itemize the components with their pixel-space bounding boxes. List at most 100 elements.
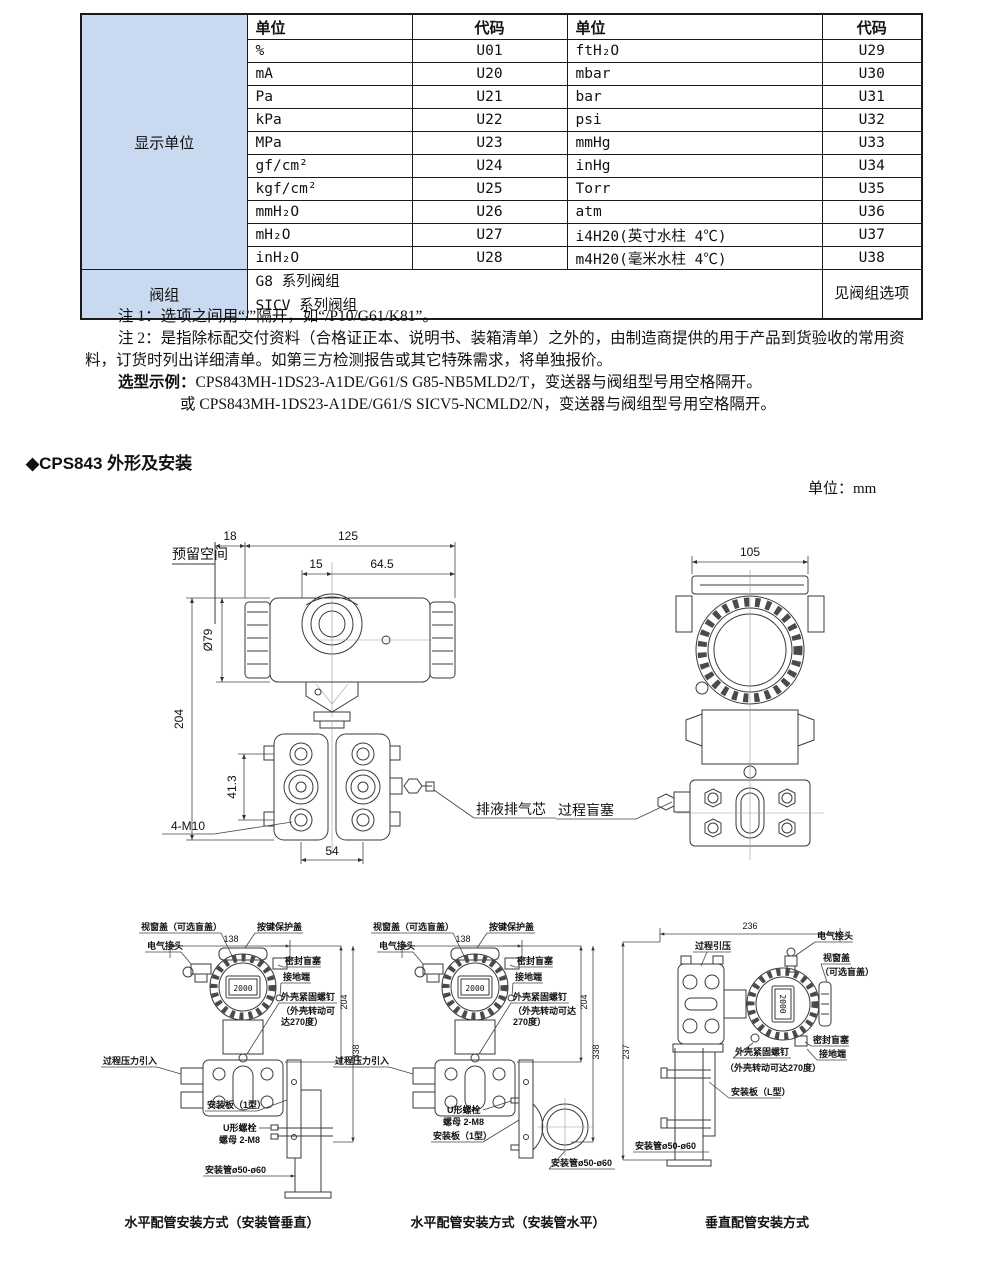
reserved-space-label: 预留空间 — [172, 547, 228, 563]
housing-screw-label: 外壳紧固螺钉 — [512, 991, 567, 1002]
dim-338: 338 — [591, 1044, 601, 1059]
mounting — [510, 1059, 593, 1159]
valve-option: G8 系列阀组 — [255, 274, 340, 290]
dim-105: 105 — [740, 545, 760, 559]
col-header-unit-a: 单位 — [246, 13, 413, 40]
key-cover-label: 按键保护盖 — [489, 921, 534, 932]
seal-plug-label: 密封盲塞 — [516, 955, 554, 966]
note-2: 注 2：是指除标配交付资料（合格证正本、说明书、装箱清单）之外的，由制造商提供的… — [85, 330, 905, 369]
outline-drawing: 预留空间 18 125 15 64.5 — [162, 529, 825, 864]
transmitter: 2000 — [414, 947, 520, 1063]
housing-screw-label: 外壳紧固螺钉 — [734, 1046, 789, 1057]
note-1: 注 1：选项之间用“/”隔开，如“/P10/G61/K81”。 — [118, 308, 438, 325]
dim-237: 237 — [621, 1044, 631, 1059]
dim-54: 54 — [325, 844, 339, 858]
col-header-code-b: 代码 — [821, 13, 923, 40]
side-flange — [657, 570, 824, 860]
ground-terminal-label: 接地端 — [819, 1048, 846, 1059]
front-view: 预留空间 18 125 15 64.5 — [162, 529, 556, 864]
seal-plug-label: 密封盲塞 — [812, 1034, 850, 1045]
mounting — [660, 1043, 724, 1167]
valve-row: 阀组 G8 系列阀组 SICV 系列阀组 见阀组选项 — [80, 269, 923, 320]
mounting — [270, 1059, 333, 1199]
flange — [180, 1059, 284, 1117]
dim-204: 204 — [579, 994, 589, 1009]
side-view: 105 — [556, 545, 825, 860]
mounting-plate-label: 安装板（1型） — [207, 1099, 266, 1110]
valve-option: SICV 系列阀组 — [255, 298, 358, 314]
dim-18: 18 — [223, 529, 237, 543]
selection-example-alt: 或 CPS843MH-1DS23-A1DE/G61/S SICV5-NCMLD2… — [180, 396, 776, 413]
process-intro-label: 过程引压 — [695, 940, 731, 951]
process-pressure-label: 过程压力引入 — [103, 1055, 157, 1066]
flange — [677, 955, 747, 1045]
u-bolt-label: U形螺栓 — [447, 1104, 481, 1115]
caption-horizontal-piping-vertical: 水平配管安装方式（安装管垂直） — [124, 1215, 320, 1230]
caption-horizontal-piping-horizontal: 水平配管安装方式（安装管水平） — [410, 1215, 606, 1230]
example-label: 选型示例： — [118, 374, 196, 391]
u-bolt-nut-label: 螺母 2-M8 — [443, 1116, 484, 1127]
housing-screw-note-1: （外壳转动可 — [281, 1005, 335, 1016]
table-header-row: 显示单位 单位 代码 单位 代码 — [80, 13, 923, 270]
housing-screw-note: （外壳转动可达270度） — [725, 1062, 821, 1073]
mounting-pipe-label: 安装管ø50-ø60 — [635, 1140, 696, 1151]
dim-dia-79: Ø79 — [201, 628, 215, 651]
dim-125: 125 — [338, 529, 358, 543]
transmitter: 2000 — [746, 947, 832, 1047]
install-diagram-vertical-piping: 236 过程引压 2000 — [621, 921, 874, 1167]
section-title: ◆CPS843 外形及安装 — [26, 454, 193, 473]
mounting-plate-label: 安装板（L型） — [731, 1086, 791, 1097]
housing-screw-note-2: 达270度） — [281, 1016, 323, 1027]
u-bolt-nut-label: 螺母 2-M8 — [219, 1134, 260, 1145]
example-text: CPS843MH-1DS23-A1DE/G61/S G85-NB5MLD2/T，… — [195, 374, 762, 391]
process-plug — [657, 791, 691, 813]
install-diagram-vertical-pipe: 138 2000 — [101, 921, 361, 1199]
col-header-unit-b: 单位 — [566, 13, 823, 40]
ground-terminal-label: 接地端 — [515, 971, 542, 982]
vent-label: 排液排气芯 — [476, 802, 546, 818]
diamond-bullet-icon: ◆ — [26, 454, 40, 473]
electrical-connector-label: 电气接头 — [147, 940, 183, 951]
install-diagram-horizontal-pipe: 138 2000 — [333, 921, 615, 1170]
dim-41-3: 41.3 — [225, 775, 239, 799]
mounting-plate-label: 安装板（1型） — [433, 1130, 492, 1141]
lcd-display: 2000 — [465, 984, 484, 993]
housing-screw-label: 外壳紧固螺钉 — [280, 991, 335, 1002]
housing-screw-note-2: 270度） — [513, 1016, 546, 1027]
bolts-label: 4-M10 — [171, 819, 205, 833]
window-cover-label: 视窗盖 — [823, 952, 850, 963]
group-label-valve: 阀组 — [80, 269, 248, 320]
flange — [412, 1059, 516, 1117]
process-plug-label: 过程盲塞 — [558, 802, 614, 819]
electrical-connector-label: 电气接头 — [817, 930, 853, 941]
dim-64-5: 64.5 — [370, 557, 394, 571]
dim-338: 338 — [351, 1044, 361, 1059]
key-cover-label: 按键保护盖 — [257, 921, 302, 932]
col-header-code-a: 代码 — [411, 13, 568, 40]
process-pressure-label: 过程压力引入 — [335, 1055, 389, 1066]
window-cover-label: 视窗盖（可选盲盖） — [373, 921, 454, 932]
housing-screw-note-1: （外壳转动可达 — [513, 1005, 576, 1016]
dim-15: 15 — [309, 557, 323, 571]
lcd-display: 2000 — [778, 994, 787, 1013]
drawing-units-note: 单位：mm — [808, 481, 877, 497]
valve-code-note: 见阀组选项 — [821, 269, 923, 320]
transmitter: 2000 — [182, 947, 288, 1063]
mounting-pipe-label: 安装管ø50-ø60 — [551, 1157, 612, 1168]
caption-vertical-piping: 垂直配管安装方式 — [704, 1215, 809, 1230]
group-label-display-units: 显示单位 — [80, 13, 248, 270]
dim-138: 138 — [455, 934, 470, 944]
vent-valve — [389, 777, 435, 795]
seal-plug-label: 密封盲塞 — [284, 955, 322, 966]
window-cover-note: （可选盲盖） — [820, 966, 874, 977]
dim-236: 236 — [742, 921, 757, 931]
dim-204: 204 — [172, 709, 186, 729]
dim-204: 204 — [339, 994, 349, 1009]
transmitter-housing — [244, 562, 456, 717]
lcd-display: 2000 — [233, 984, 252, 993]
